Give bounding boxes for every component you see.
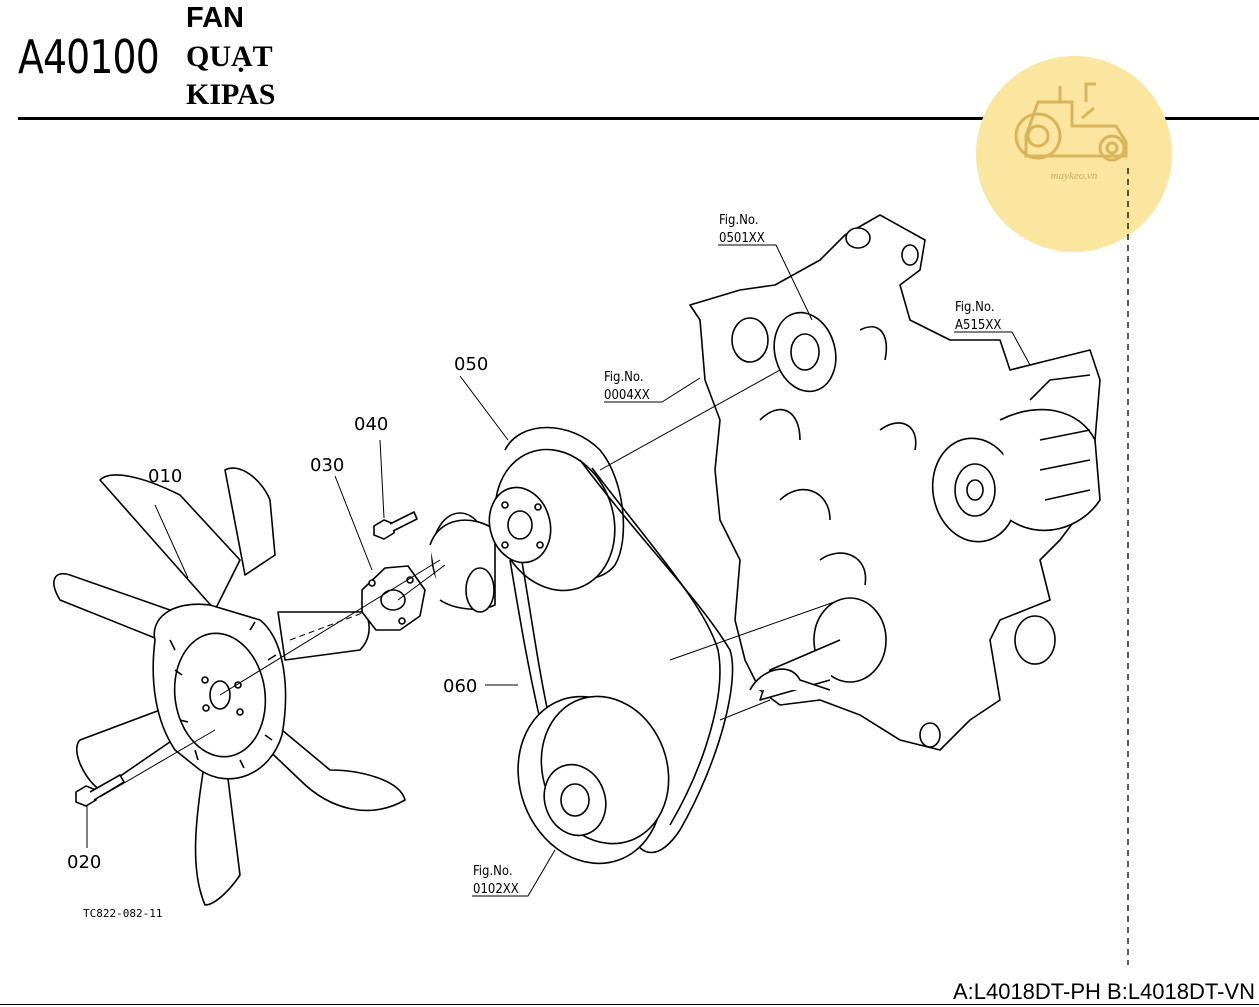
title-malay: KIPAS	[186, 78, 276, 111]
tractor-icon	[1014, 82, 1128, 162]
model-applicability: A:L4018DT-PH B:L4018DT-VN	[952, 979, 1255, 1004]
watermark-logo: maykeo.vn	[976, 56, 1172, 252]
fig-ref-label: Fig.No.	[719, 213, 759, 228]
spacer-030	[361, 565, 426, 631]
fig-ref-label: Fig.No.	[604, 370, 644, 385]
logo-text: maykeo.vn	[1050, 170, 1098, 182]
title-english: FAN	[186, 2, 244, 34]
header-rule	[18, 117, 1259, 120]
part-label-040: 040	[354, 414, 388, 435]
fig-ref-label: Fig.No.	[473, 864, 513, 879]
section-code: A40100	[18, 30, 160, 84]
fan-pulley-050	[488, 426, 625, 592]
bolt-040	[373, 511, 418, 540]
fig-ref-0501: 0501XX	[719, 231, 765, 246]
fig-ref-label: Fig.No.	[955, 300, 995, 315]
part-label-010: 010	[148, 466, 182, 487]
fig-ref-A515: A515XX	[955, 318, 1001, 333]
part-label-050: 050	[454, 354, 488, 375]
footer-rule	[0, 1004, 1259, 1005]
pulley-hub	[429, 512, 496, 613]
part-label-060: 060	[443, 676, 477, 697]
title-vietnamese: QUẠT	[186, 40, 273, 73]
part-label-030: 030	[310, 455, 344, 476]
drawing-number: TC822-082-11	[83, 907, 162, 920]
engine-gear-case	[689, 214, 1101, 751]
leader-lines	[86, 244, 1031, 897]
crank-pulley	[517, 695, 670, 865]
fan	[53, 467, 406, 906]
part-label-020: 020	[67, 852, 101, 873]
fig-ref-0004: 0004XX	[604, 388, 650, 403]
bolt-020	[75, 774, 125, 807]
fig-ref-0102: 0102XX	[473, 882, 519, 897]
